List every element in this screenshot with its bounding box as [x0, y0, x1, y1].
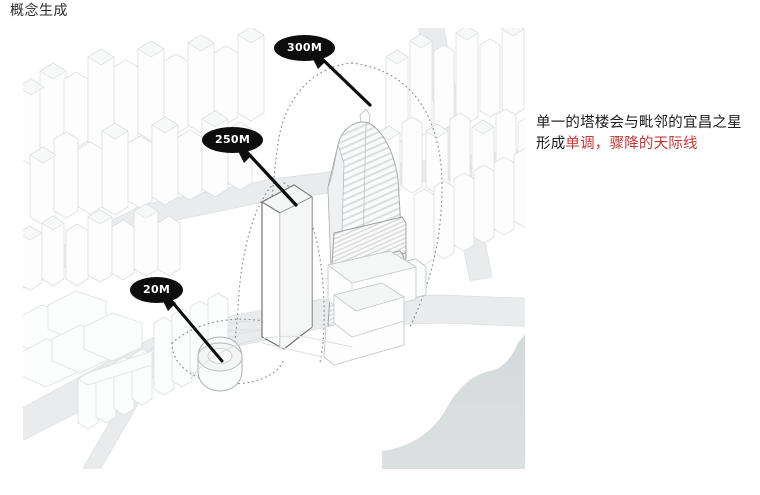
- callout-20m[interactable]: 20M: [130, 277, 224, 363]
- podium-dome: [197, 336, 243, 392]
- site-platform: [189, 335, 353, 380]
- caption-highlight-text: 单调，骤降的天际线: [565, 136, 698, 152]
- caption-body-text: 单一的塔楼会与毗邻的宜昌之星形成: [536, 115, 742, 152]
- urban-fabric-mid-left: [22, 203, 181, 291]
- callout-20m-label: 20M: [130, 277, 184, 303]
- podium-slabs: [327, 250, 417, 338]
- urban-fabric-upper-left: [22, 27, 265, 226]
- axonometric-site-drawing: [22, 27, 526, 470]
- urban-fabric-mid-right: [413, 148, 526, 266]
- callout-300m[interactable]: 300M: [274, 35, 372, 107]
- page-title: 概念生成: [10, 3, 68, 19]
- mountain-silhouette: [382, 333, 526, 470]
- urban-fabric-lower-left: [22, 290, 229, 430]
- callout-300m-label: 300M: [274, 35, 336, 61]
- proposed-tower-volume: [261, 184, 313, 350]
- concept-caption: 单一的塔楼会与毗邻的宜昌之星形成单调，骤降的天际线: [536, 113, 750, 155]
- figure-panel: 300M 250M 20M: [22, 27, 526, 470]
- callout-250m-label: 250M: [202, 127, 264, 153]
- callout-250m[interactable]: 250M: [202, 127, 298, 207]
